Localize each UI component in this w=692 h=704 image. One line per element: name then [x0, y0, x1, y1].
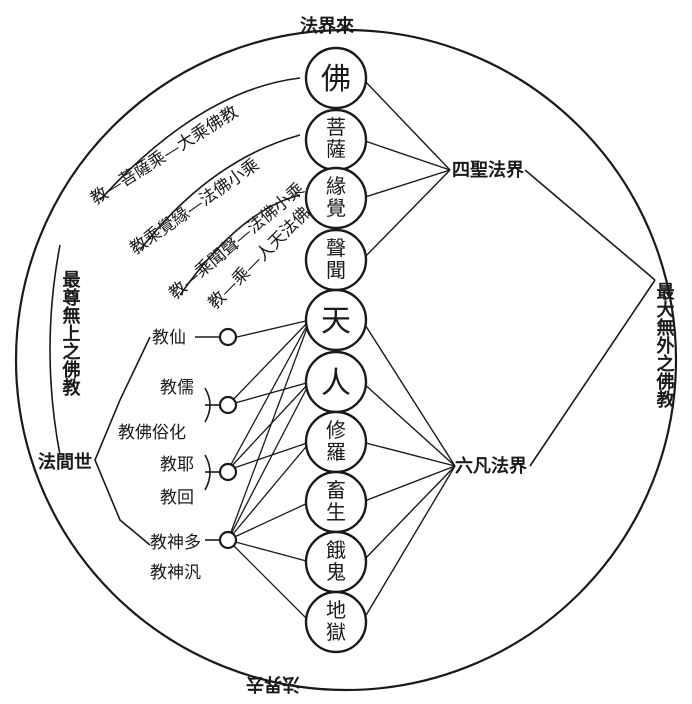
- realm-hell: [304, 590, 368, 654]
- realm-hell-label-1: 地: [326, 598, 346, 622]
- realm-pratyekabuddha-label-2: 覺: [326, 196, 346, 220]
- realm-asura-label-2: 羅: [326, 440, 346, 464]
- realm-column: 佛 菩 薩 緣 覺 聲 聞 天 人 修 羅 畜 生 餓 鬼 地 獄: [304, 46, 368, 654]
- realm-pratyekabuddha: [304, 166, 368, 230]
- religion-sage: 教耶: [160, 455, 194, 475]
- hub-sage: [218, 462, 238, 482]
- worldly-label: 法間世: [38, 451, 92, 473]
- realm-hungry-ghost-label-1: 餓: [326, 538, 346, 562]
- realm-bodhisattva-label-1: 菩: [326, 115, 346, 139]
- four-holy-label: 四聖法界: [452, 159, 524, 181]
- ordinary-to-right: [529, 279, 656, 467]
- arc-guide-3: [179, 194, 301, 296]
- realm-heaven-label: 天: [321, 304, 351, 339]
- religion-polytheism: 教神多: [150, 533, 201, 553]
- hub-polytheism: [218, 530, 238, 550]
- realm-pratyekabuddha-label-1: 緣: [326, 174, 346, 198]
- realm-hungry-ghost-label-2: 鬼: [326, 560, 346, 584]
- religion-islam: 教回: [160, 488, 194, 508]
- realm-asura-label-1: 修: [326, 418, 346, 442]
- six-ordinary-label: 六凡法界: [455, 455, 527, 477]
- bottom-arc-label: 法界去: [246, 673, 300, 695]
- religion-confucian: 教儒: [160, 378, 194, 398]
- right-vertical-label: 最大無外之佛教: [654, 282, 676, 409]
- realm-animal-label-2: 生: [326, 500, 346, 524]
- realm-sravaka-label-1: 聲: [326, 236, 346, 260]
- realm-sravaka-label-2: 聞: [326, 258, 346, 282]
- realm-heaven: [304, 288, 368, 352]
- arc-guide-1: [99, 77, 301, 201]
- hub-immortal: [218, 327, 238, 347]
- realm-bodhisattva-label-2: 薩: [326, 137, 346, 161]
- realm-buddha-label: 佛: [321, 62, 351, 97]
- realm-human-label: 人: [321, 366, 351, 401]
- worldly-bracket: [94, 336, 151, 546]
- religion-buddhist-folk: 教佛俗化: [118, 423, 186, 443]
- top-arc-label: 法界來: [300, 15, 354, 37]
- realm-buddha: [304, 46, 368, 110]
- religion-pantheism: 教神汎: [150, 563, 201, 583]
- outer-circle: [14, 28, 678, 692]
- four-holy-connections: [361, 77, 451, 261]
- religion-immortal: 教仙: [152, 328, 186, 348]
- realm-hell-label-2: 獄: [326, 620, 346, 644]
- six-ordinary-connections: [361, 319, 456, 623]
- realm-animal-label-1: 畜: [326, 478, 346, 502]
- religion-connections: [227, 319, 311, 623]
- arc-guide-2: [139, 134, 301, 251]
- holy-to-right: [524, 169, 656, 281]
- hub-confucian: [218, 395, 238, 415]
- left-inner-arc: [49, 244, 61, 456]
- left-vertical-label: 最尊無上之佛教: [60, 270, 82, 397]
